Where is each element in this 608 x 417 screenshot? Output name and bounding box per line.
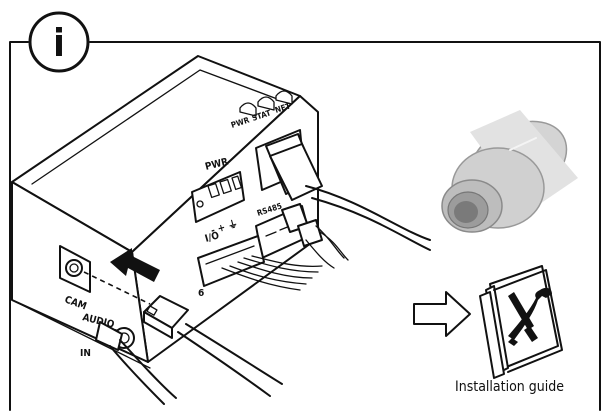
power-terminal-block [191, 171, 245, 223]
io-wires [221, 255, 323, 291]
frame-border [9, 41, 601, 411]
rs485-wires [281, 203, 349, 269]
tools-manual-icon [508, 287, 552, 346]
info-icon: i [28, 11, 90, 73]
io-pin-label: 6 [198, 288, 204, 299]
ethernet-cable [265, 133, 431, 251]
camera-cable [143, 295, 283, 397]
push-arrow-icon [110, 248, 160, 282]
audio-in-label: IN [80, 348, 91, 359]
status-leds [239, 90, 293, 117]
info-symbol: i [53, 21, 65, 65]
io-connector [197, 235, 265, 287]
audio-cable [95, 321, 177, 405]
sensor-unit [441, 110, 578, 233]
insertion-guide-line [83, 271, 151, 305]
io-label: I/O [204, 230, 221, 245]
installation-guide-caption: Installation guide [455, 379, 564, 395]
cam-port [59, 245, 91, 293]
arrow-right-icon [413, 291, 471, 337]
